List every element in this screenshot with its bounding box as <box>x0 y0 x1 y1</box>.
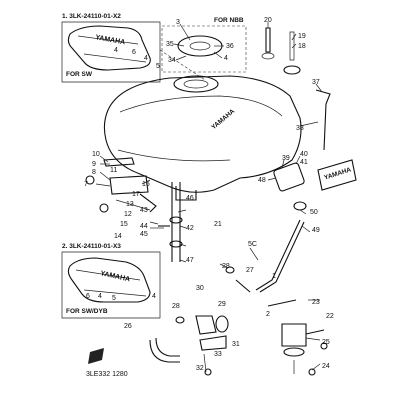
inset-top-callout: 4 <box>114 47 118 54</box>
for-nbb-note: FOR NBB <box>214 17 244 24</box>
fuel-cock <box>281 323 328 376</box>
callout-label: 8 <box>92 169 96 176</box>
callout-label: 36 <box>226 43 234 50</box>
callout-label: 32 <box>196 365 204 372</box>
callout-label: 11 <box>110 167 117 174</box>
inset-top-callout: 6 <box>132 49 136 56</box>
callout-label: 31 <box>232 341 240 348</box>
callout-label: 22 <box>326 313 334 320</box>
callout-label: 1 <box>272 273 276 280</box>
fuel-sender: YAMAHA <box>273 159 357 211</box>
callout-label: 27 <box>246 267 254 274</box>
callout-label: 13 <box>126 201 134 208</box>
callout-label: 46 <box>186 195 194 202</box>
callout-label: 25 <box>322 339 330 346</box>
inset-bottom-header: 2. 3LK-24110-01-X3 <box>62 243 121 250</box>
callout-label: 30 <box>196 285 204 292</box>
callout-label: 4 <box>224 55 228 62</box>
callout-label: 29 <box>218 301 226 308</box>
callout-label: 48 <box>258 177 266 184</box>
callout-label: 41 <box>300 159 308 166</box>
inset-panel-top: 1. 3LK-24110-01-X2 YAMAHA FOR SW 4 6 4 5 <box>61 13 206 83</box>
callout-label: 37 <box>312 79 320 86</box>
callout-label: 38 <box>296 125 304 132</box>
fuel-pump <box>195 315 229 376</box>
callout-labels: 3 20 19 18 35 36 34 4 37 38 10 9 8 7 11 … <box>84 17 334 372</box>
callout-label: 23 <box>312 299 320 306</box>
inset-top-header: 1. 3LK-24110-01-X2 <box>62 13 121 20</box>
callout-label: 21 <box>214 221 222 228</box>
inset-bottom-callout: 5 <box>112 295 116 302</box>
logo-stamp: 3LE332 1280 <box>86 348 128 378</box>
callout-label: 49 <box>312 227 320 234</box>
small-hose <box>235 279 251 293</box>
callout-label: 35 <box>166 41 174 48</box>
callout-label: 9 <box>92 161 96 168</box>
callout-label: 28 <box>172 303 180 310</box>
callout-label: 14 <box>114 233 122 240</box>
inset-top-brand: YAMAHA <box>95 34 126 46</box>
callout-label: 34 <box>168 57 176 64</box>
callout-label: 7 <box>84 181 88 188</box>
callout-label: 16 <box>142 181 150 188</box>
inset-top-note: FOR SW <box>66 71 93 78</box>
callout-label: 45 <box>140 231 148 238</box>
callout-label: 28 <box>222 263 230 270</box>
inset-top-callout: 5 <box>156 63 160 70</box>
callout-label: 20 <box>264 17 272 24</box>
vent-hose <box>315 89 331 151</box>
inset-top-callout: 4 <box>144 55 148 62</box>
footer-code: 3LE332 1280 <box>86 371 128 378</box>
callout-label: 47 <box>186 257 194 264</box>
inset-bottom-callout: 6 <box>86 293 90 300</box>
inset-bottom-callout: 4 <box>98 293 102 300</box>
callout-label: 10 <box>92 151 100 158</box>
callout-label: 42 <box>186 225 194 232</box>
callout-label: 3 <box>176 19 180 26</box>
callout-label: 26 <box>124 323 132 330</box>
side-brand: YAMAHA <box>323 166 352 181</box>
hose-loop <box>149 339 180 363</box>
callout-label: 12 <box>124 211 132 218</box>
drain-pipe <box>255 219 301 291</box>
inset-bottom-note: FOR SW/DYB <box>66 308 108 315</box>
fuel-hose-center <box>158 182 183 262</box>
inset-bottom-callout: 4 <box>152 293 156 300</box>
fuel-tank: YAMAHA <box>103 75 302 201</box>
tank-brand: YAMAHA <box>210 108 236 132</box>
leader-lines <box>95 22 323 371</box>
callout-label: 33 <box>214 351 222 358</box>
callout-label: 39 <box>282 155 290 162</box>
callout-label: 18 <box>298 43 306 50</box>
callout-label: 17 <box>132 191 140 198</box>
callout-label: 5C <box>248 241 257 248</box>
callout-label: 19 <box>298 33 306 40</box>
callout-label: 2 <box>266 311 270 318</box>
callout-label: 24 <box>322 363 330 370</box>
inset-bottom-brand: YAMAHA <box>100 270 131 283</box>
callout-label: 44 <box>140 223 148 230</box>
callout-label: 43 <box>140 207 148 214</box>
callout-label: 50 <box>310 209 318 216</box>
callout-label: 40 <box>300 151 308 158</box>
inset-panel-bottom: 2. 3LK-24110-01-X3 YAMAHA 6 4 5 4 FOR SW… <box>61 243 161 319</box>
callout-label: 15 <box>120 221 128 228</box>
fitting-stack <box>261 27 301 75</box>
